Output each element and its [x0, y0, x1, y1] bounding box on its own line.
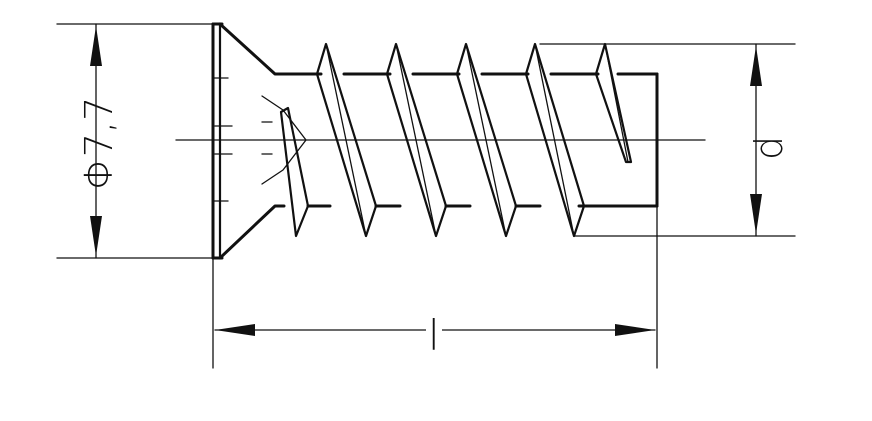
thread-diameter-dimension: d	[539, 43, 796, 237]
head-diameter-label: Φ7,7	[77, 97, 121, 190]
head-diameter-dimension: Φ7,7	[56, 23, 214, 259]
countersunk-head	[211, 22, 323, 260]
thread-diameter-label: d	[747, 136, 791, 160]
length-dimension: l	[212, 205, 658, 369]
length-label: l	[428, 311, 440, 360]
